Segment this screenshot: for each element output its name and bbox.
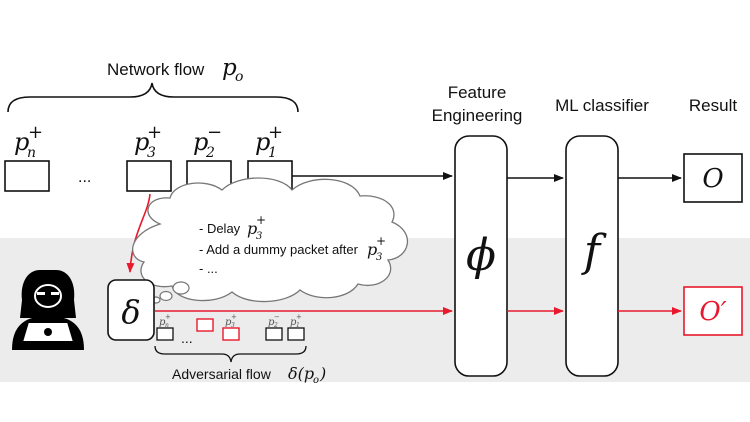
svg-text:−: − (207, 122, 222, 143)
adversarial-result-output: O′ (699, 297, 726, 327)
svg-text:+: + (376, 234, 386, 248)
feature-engineering-label-1: Feature (448, 83, 507, 102)
svg-text:3: 3 (376, 252, 382, 263)
result-output: O (702, 164, 723, 194)
svg-text:2: 2 (273, 322, 278, 329)
packet-label-p2: p 2 − (193, 122, 222, 161)
svg-text:n: n (165, 322, 169, 329)
phi-symbol: ϕ (466, 230, 496, 281)
svg-text:p: p (255, 128, 270, 156)
adversarial-result-box (683, 286, 743, 336)
svg-text:p: p (268, 317, 275, 328)
svg-text:p: p (290, 317, 297, 328)
svg-text:o: o (235, 69, 243, 85)
svg-text:+: + (268, 122, 283, 143)
svg-text:3: 3 (256, 231, 262, 242)
svg-text:3: 3 (231, 322, 235, 329)
ml-classifier-label: ML classifier (555, 96, 649, 115)
svg-text:Adversarial flow: Adversarial flow (172, 366, 272, 382)
svg-text:+: + (147, 122, 162, 143)
adversarial-flow-label: Adversarial flow δ(p o ) (172, 364, 326, 386)
svg-text:1: 1 (296, 322, 300, 329)
svg-text:δ(p: δ(p (288, 364, 314, 383)
svg-text:p: p (247, 219, 257, 238)
small-packet-p3: p 3 + (222, 313, 240, 341)
svg-text:+: + (256, 213, 266, 227)
svg-text:+: + (296, 313, 302, 321)
packet-label-p3: p 3 + (134, 122, 162, 161)
svg-text:p: p (222, 55, 237, 81)
svg-text:p: p (225, 317, 232, 328)
ml-classifier-box (565, 135, 619, 377)
delta-symbol: δ (121, 293, 140, 331)
delta-box (107, 279, 155, 341)
svg-text:- Add a dummy packet after: - Add a dummy packet after (199, 242, 359, 257)
packet-box-p3 (126, 160, 172, 192)
adversarial-flow-brace (154, 345, 307, 363)
svg-text:): ) (319, 364, 326, 383)
svg-text:Network flow: Network flow (107, 60, 205, 79)
svg-text:−: − (274, 313, 280, 321)
packet-box-pn (4, 160, 50, 192)
svg-text:3: 3 (147, 145, 156, 161)
perturb-arrow (126, 193, 151, 273)
svg-text:p: p (193, 128, 208, 156)
small-packet-ellipsis: ... (181, 330, 193, 346)
cloud-line-3: - ... (199, 261, 218, 276)
network-flow-brace (7, 82, 299, 113)
result-box (683, 153, 743, 203)
svg-text:p: p (159, 317, 166, 328)
cloud-line-2: - Add a dummy packet after p 3 + (199, 234, 386, 263)
svg-text:p: p (14, 128, 29, 156)
small-packet-p1: p 1 + (287, 313, 305, 341)
feature-engineering-box (454, 135, 508, 377)
cloud-line-1: - Delay p 3 + (199, 213, 266, 242)
thought-cloud-icon (132, 177, 409, 304)
small-packet-p2: p 2 − (265, 313, 283, 341)
small-packet-pn: p n + (156, 313, 174, 341)
dummy-packet (196, 318, 214, 332)
svg-text:+: + (165, 313, 171, 321)
svg-text:2: 2 (205, 145, 215, 161)
packet-ellipsis: ... (78, 169, 91, 186)
laptop-icon (14, 321, 82, 348)
network-flow-label: Network flow p o (107, 55, 243, 85)
packet-label-p1: p 1 + (255, 122, 283, 161)
svg-text:n: n (27, 145, 36, 161)
result-label: Result (689, 96, 737, 115)
svg-text:o: o (313, 375, 319, 386)
svg-text:p: p (134, 128, 149, 156)
feature-engineering-label-2: Engineering (432, 106, 523, 125)
packet-label-pn: p n + (14, 122, 43, 161)
svg-text:+: + (231, 313, 237, 321)
svg-text:- Delay: - Delay (199, 221, 241, 236)
svg-text:1: 1 (268, 145, 277, 161)
svg-text:p: p (367, 240, 377, 259)
svg-text:+: + (28, 122, 43, 143)
